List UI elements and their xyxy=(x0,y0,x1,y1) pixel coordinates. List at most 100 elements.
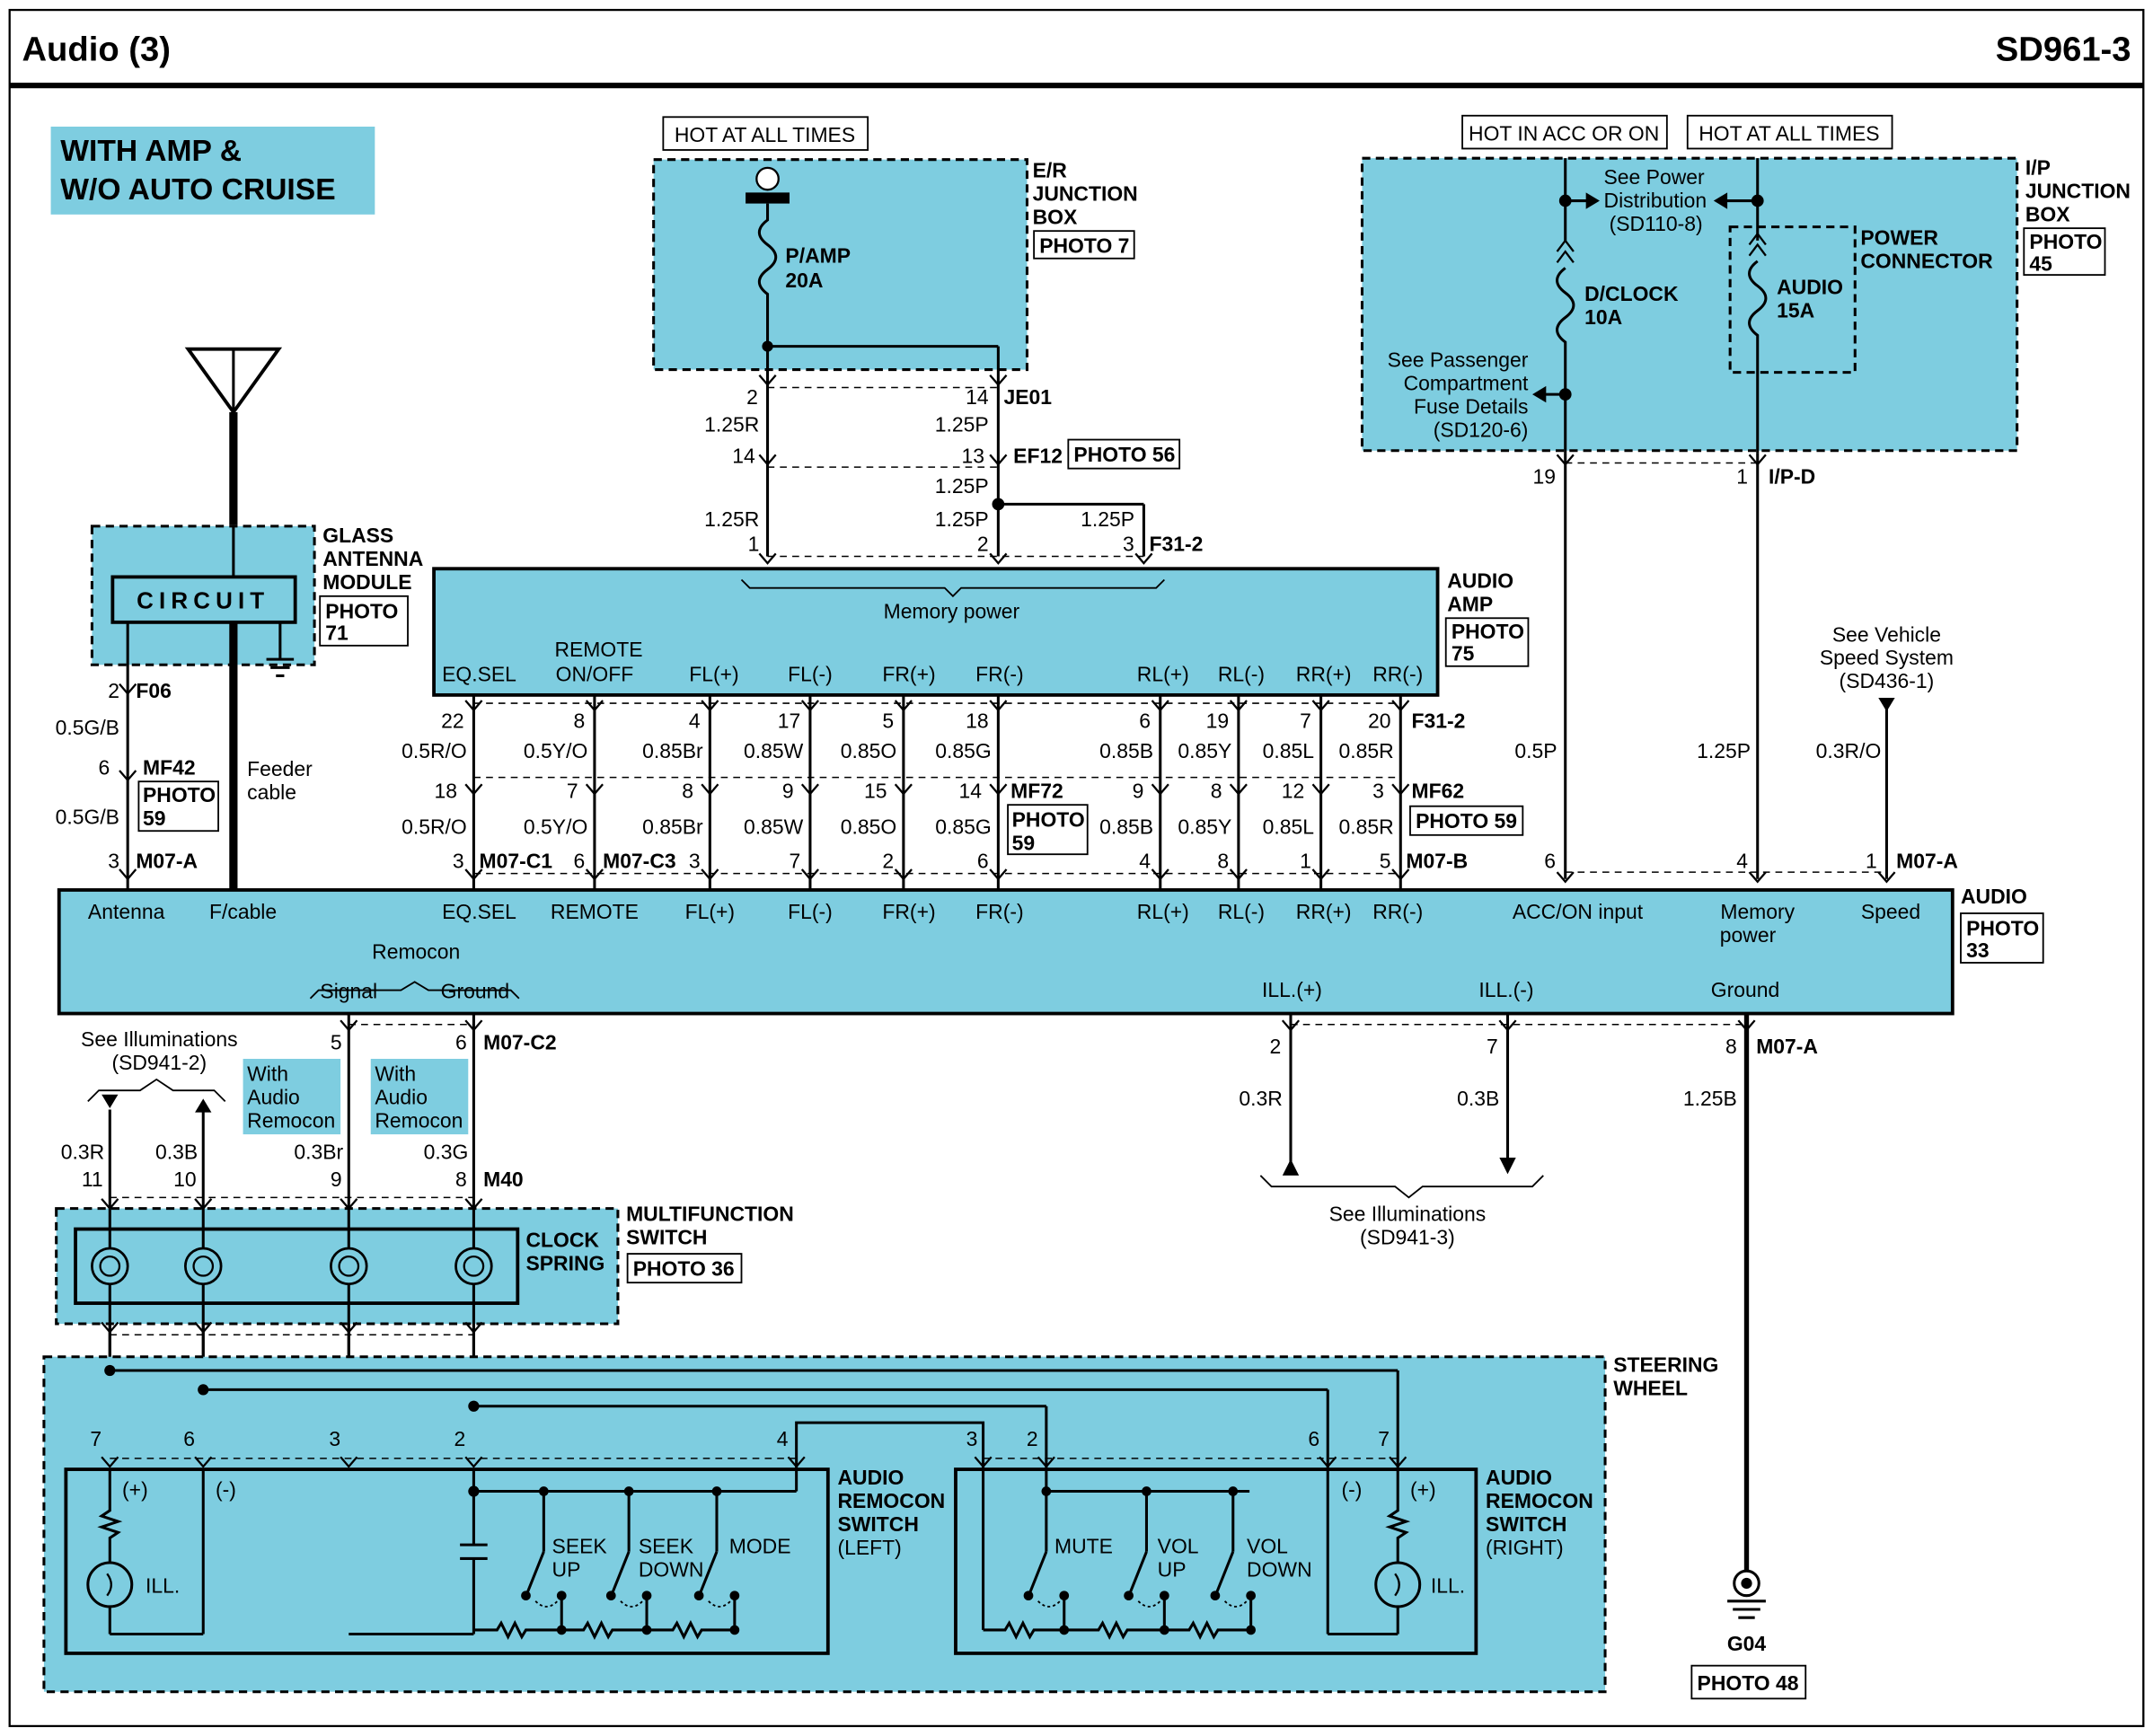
audio-pin-mem-1: Memory xyxy=(1720,900,1795,923)
wire-pin-bottom: 3 xyxy=(453,850,464,873)
amp-photo-box xyxy=(1444,617,1530,667)
switch-contact xyxy=(1210,1591,1221,1601)
right-switch-contacts xyxy=(1023,1486,1256,1635)
right-plus: (+) xyxy=(1410,1478,1436,1502)
junction-dot xyxy=(1246,1625,1256,1635)
ip-junction-box xyxy=(1360,156,2019,453)
connector-chevron xyxy=(800,868,819,881)
variant-line1: WITH AMP & xyxy=(60,135,242,168)
er-junction-box xyxy=(652,158,1028,372)
audio-pin-frm: FR(-) xyxy=(975,900,1023,923)
seek-down-2: DOWN xyxy=(639,1557,704,1581)
connector-m07c1: M07-C1 xyxy=(480,850,553,873)
connector-chevron xyxy=(1389,1456,1407,1468)
multifunction-label-2: SWITCH xyxy=(626,1225,707,1248)
connector-chevron xyxy=(701,783,719,796)
with-tag2-1: With xyxy=(375,1062,416,1085)
junction-dot xyxy=(623,1486,634,1496)
je01-pin-14: 14 xyxy=(966,385,989,409)
connector-chevron xyxy=(787,1456,806,1468)
audio-pin-antenna: Antenna xyxy=(88,900,165,923)
clock-spring-inner-icon xyxy=(192,1255,215,1277)
antenna-label-1: GLASS xyxy=(322,524,393,547)
junction-dot xyxy=(1041,1486,1052,1496)
connector-chevron xyxy=(101,1198,119,1211)
see-pass-2: Compartment xyxy=(1404,372,1529,395)
see-ill-right-2: (SD941-3) xyxy=(1360,1225,1455,1248)
amp-pin-flm: FL(-) xyxy=(788,663,833,686)
wire-125p-a: 1.25P xyxy=(935,412,989,436)
audio-pin-remote: REMOTE xyxy=(551,900,639,923)
connector-chevron xyxy=(894,868,913,881)
switch-contact xyxy=(1023,1591,1034,1601)
feeder-label-2: cable xyxy=(247,780,296,804)
audio-pin-ground: Ground xyxy=(441,980,509,1003)
amp-pin-eqsel: EQ.SEL xyxy=(442,663,516,686)
audio-pin-flm: FL(-) xyxy=(788,900,833,923)
switch-link xyxy=(1137,1600,1161,1608)
wire-03g: 0.3G xyxy=(424,1141,469,1164)
connector-chevron xyxy=(340,1321,358,1334)
feeder-label-1: Feeder xyxy=(247,757,313,780)
wire-color-top: 0.5R/O xyxy=(401,739,467,762)
seek-up-2: UP xyxy=(552,1557,581,1581)
left-plus: (+) xyxy=(122,1478,148,1502)
connector-chevron xyxy=(1281,1019,1301,1032)
wire-color-bottom: 0.85L xyxy=(1263,815,1314,838)
wire-03r-left: 0.3R xyxy=(61,1141,104,1164)
power-connector-label-1: POWER xyxy=(1860,225,1938,249)
switch-blade xyxy=(525,1551,545,1594)
amp-photo-label-1: PHOTO xyxy=(1452,620,1524,643)
junction-dot xyxy=(711,1486,722,1496)
wire-03b-right: 0.3B xyxy=(1457,1087,1499,1110)
ip-photo-box xyxy=(2023,227,2106,277)
er-box-label-1: E/R xyxy=(1033,159,1068,182)
fuse-pamp-name: P/AMP xyxy=(785,243,851,267)
right-switch-label-2: REMOCON xyxy=(1486,1489,1593,1512)
audio-pin-speed: Speed xyxy=(1861,900,1920,923)
remocon-switch-left xyxy=(64,1467,830,1655)
connector-chevron xyxy=(894,783,913,796)
wire-color-bottom: 0.5Y/O xyxy=(524,815,587,838)
hot-label-ip-hot-text: HOT AT ALL TIMES xyxy=(1699,121,1879,145)
connector-chevron xyxy=(1748,871,1767,884)
connector-ipd: I/P-D xyxy=(1769,464,1815,488)
connector-m07c2: M07-C2 xyxy=(483,1030,557,1053)
wire-pin-mid: 18 xyxy=(435,780,457,803)
ef12-pin-13: 13 xyxy=(962,445,985,468)
hot-label-er-text: HOT AT ALL TIMES xyxy=(675,123,855,146)
connector-chevron xyxy=(974,1456,993,1468)
see-power-1: See Power xyxy=(1604,165,1705,189)
see-speed-3: (SD436-1) xyxy=(1840,669,1935,692)
clock-spring-inner-icon xyxy=(99,1255,121,1277)
connector-mf62: MF62 xyxy=(1412,780,1465,803)
wire-03b-left: 0.3B xyxy=(155,1141,198,1164)
variant-line2: W/O AUTO CRUISE xyxy=(60,173,335,207)
seek-down-1: SEEK xyxy=(639,1534,694,1557)
ground-g04-icon xyxy=(1727,1569,1766,1619)
wire-color-bottom: 0.5R/O xyxy=(401,815,467,838)
wire-color-bottom: 0.85R xyxy=(1338,815,1393,838)
audio-unit-block xyxy=(57,888,1954,1016)
with-tag1-2: Audio xyxy=(247,1085,300,1108)
wire-color-top: 0.85R xyxy=(1338,739,1393,762)
amp-pin-frm: FR(-) xyxy=(975,663,1023,686)
wire-pin-bottom: 3 xyxy=(689,850,701,873)
sw-pin-left-3: 3 xyxy=(329,1427,340,1450)
connector-chevron xyxy=(1498,1019,1517,1032)
switch-blade xyxy=(699,1551,719,1594)
amp-label-2: AMP xyxy=(1447,593,1493,616)
ef12-photo-label: PHOTO 56 xyxy=(1073,443,1175,466)
er-photo-box xyxy=(1033,230,1135,260)
connector-chevron xyxy=(101,1321,119,1334)
antenna-label-3: MODULE xyxy=(322,570,411,594)
connector-f31-2-top: F31-2 xyxy=(1150,532,1204,555)
multifunction-label-1: MULTIFUNCTION xyxy=(626,1202,794,1225)
connector-chevron xyxy=(1391,868,1410,881)
connector-chevron xyxy=(1556,871,1575,884)
audio-pin-rlp: RL(+) xyxy=(1137,900,1189,923)
audio-pin-rlm: RL(-) xyxy=(1218,900,1265,923)
fuse-audio-amp: 15A xyxy=(1777,298,1814,322)
amp-pin-remote-1: REMOTE xyxy=(554,638,642,661)
